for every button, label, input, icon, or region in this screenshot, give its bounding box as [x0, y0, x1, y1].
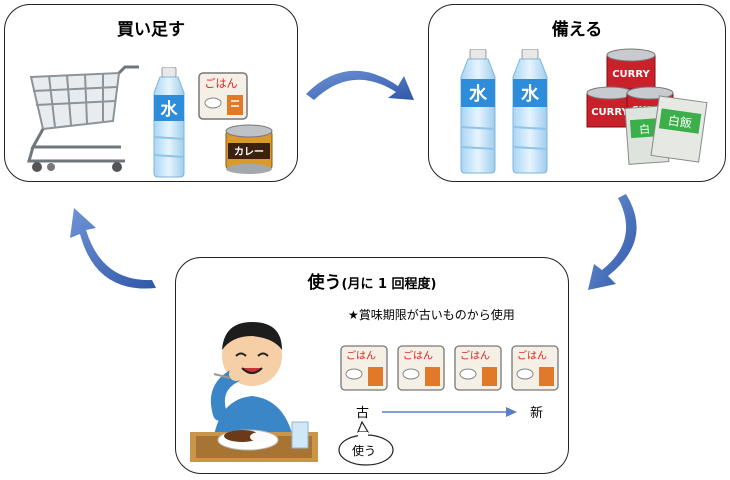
cycle-arrow-left: [70, 208, 156, 289]
step-stock-title: 備える: [551, 20, 603, 40]
rice-packs-row: ごはん ごはん ごはん ごはん: [340, 345, 559, 391]
use-title-main: 使う: [307, 273, 342, 293]
water-label: 水: [161, 99, 179, 120]
svg-text:水: 水: [469, 83, 488, 105]
water-bottle-icon: 水: [512, 49, 548, 174]
water-bottle-icon: 水: [153, 67, 185, 178]
rice-pack-icon: ごはん: [454, 345, 502, 391]
svg-text:ごはん: ごはん: [517, 349, 547, 362]
old-to-new-arrow: [382, 407, 517, 417]
expiry-note: ★賞味期限が古いものから使用: [348, 308, 515, 322]
curry-cans-icon: CURRY CURRY CURRY 白 白飯: [586, 48, 708, 165]
cycle-arrow-right: [588, 194, 637, 290]
hakuhan-label: 白飯: [667, 112, 693, 130]
order-new-label: 新: [530, 406, 544, 421]
person-eating-icon: [190, 322, 318, 462]
step-buy-title: 買い足す: [117, 20, 185, 40]
curry-can-icon: カレー: [225, 124, 273, 174]
svg-text:白: 白: [639, 122, 651, 137]
curry-can-label: カレー: [234, 146, 264, 158]
svg-text:ごはん: ごはん: [346, 349, 376, 362]
svg-text:ごはん: ごはん: [460, 349, 490, 362]
cycle-arrow-top: [306, 70, 414, 100]
order-old-label: 古: [356, 406, 370, 421]
gohan-label: ごはん: [205, 76, 238, 90]
water-bottle-icon: 水: [460, 49, 496, 174]
rice-pack-icon: ごはん: [511, 345, 559, 391]
step-buy-box: 買い足す 水 ごはん カレー: [4, 4, 298, 182]
rice-pack-icon: ごはん: [198, 72, 248, 120]
svg-text:CURRY: CURRY: [591, 107, 629, 118]
step-use-title: 使う(月に 1 回程度): [176, 268, 568, 293]
shopping-cart-icon: [27, 65, 139, 172]
svg-text:CURRY: CURRY: [612, 69, 650, 80]
use-speech-bubble: [338, 420, 394, 466]
use-bubble-label: 使う: [352, 444, 377, 458]
svg-text:水: 水: [521, 83, 540, 105]
step-use-box: 使う(月に 1 回程度) ★賞味期限が古いものから使用 ごはん: [175, 257, 569, 474]
svg-text:ごはん: ごはん: [403, 349, 433, 362]
step-stock-box: 備える 水 水 CURRY CURRY CURRY 白 白飯: [428, 4, 726, 182]
rice-pack-icon: ごはん: [340, 345, 388, 391]
rice-pack-icon: ごはん: [397, 345, 445, 391]
use-title-sub: (月に 1 回程度): [341, 277, 437, 292]
